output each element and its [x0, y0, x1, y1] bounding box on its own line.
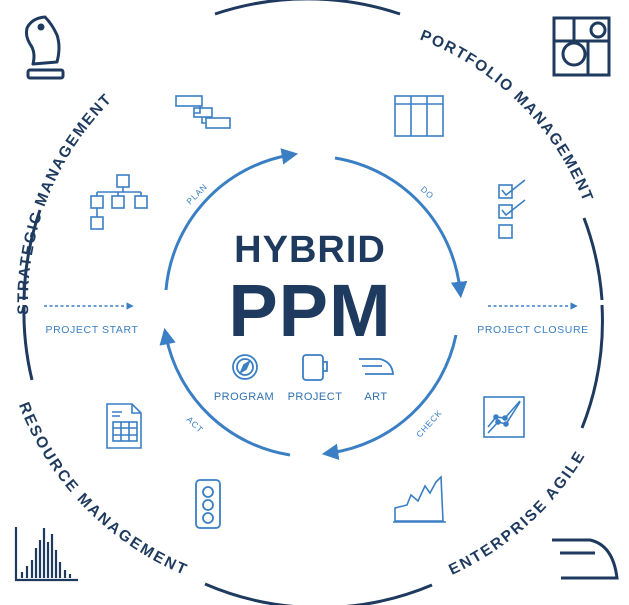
cycle-label-act: ACT: [185, 414, 206, 435]
train-icon: [359, 358, 394, 375]
cycle-arrow-act: [159, 327, 291, 457]
label-art: ART: [364, 391, 387, 403]
cycle-arrow-do: [334, 156, 468, 299]
compass-icon: [232, 354, 258, 380]
trend-chart-icon: [483, 396, 525, 438]
chess-knight-icon: [24, 15, 65, 80]
pdca-cycle: [159, 148, 468, 461]
project-start-label: PROJECT START: [46, 324, 139, 336]
portfolio-grid-icon: [552, 16, 611, 77]
kanban-board-icon: [394, 95, 444, 137]
cycle-arrow-check: [321, 334, 458, 461]
title-ppm: PPM: [228, 269, 391, 352]
gantt-icon: [175, 95, 231, 129]
checklist-icon: [498, 179, 526, 239]
org-chart-icon: [90, 174, 148, 230]
ring-label-resource: RESOURCE MANAGEMENT: [15, 400, 190, 579]
traffic-light-icon: [195, 479, 221, 529]
outer-ring: [22, 0, 604, 605]
burnup-chart-icon: [393, 475, 446, 523]
title-hybrid: HYBRID: [234, 229, 386, 271]
cycle-label-do: DO: [419, 184, 436, 201]
ring-label-agile: ENTERPRISE AGILE: [446, 448, 589, 579]
cycle-label-check: CHECK: [414, 408, 444, 440]
label-program: PROGRAM: [214, 391, 274, 403]
histogram-icon: [14, 527, 78, 582]
label-project: PROJECT: [288, 391, 343, 403]
agile-train-icon: [552, 538, 619, 580]
cycle-arrow-plan: [164, 148, 299, 291]
notebook-icon: [302, 354, 328, 381]
ring-label-strategic: STRATEGIC MANAGEMENT: [15, 90, 116, 314]
spreadsheet-icon: [106, 403, 142, 449]
project-closure-label: PROJECT CLOSURE: [477, 324, 589, 336]
